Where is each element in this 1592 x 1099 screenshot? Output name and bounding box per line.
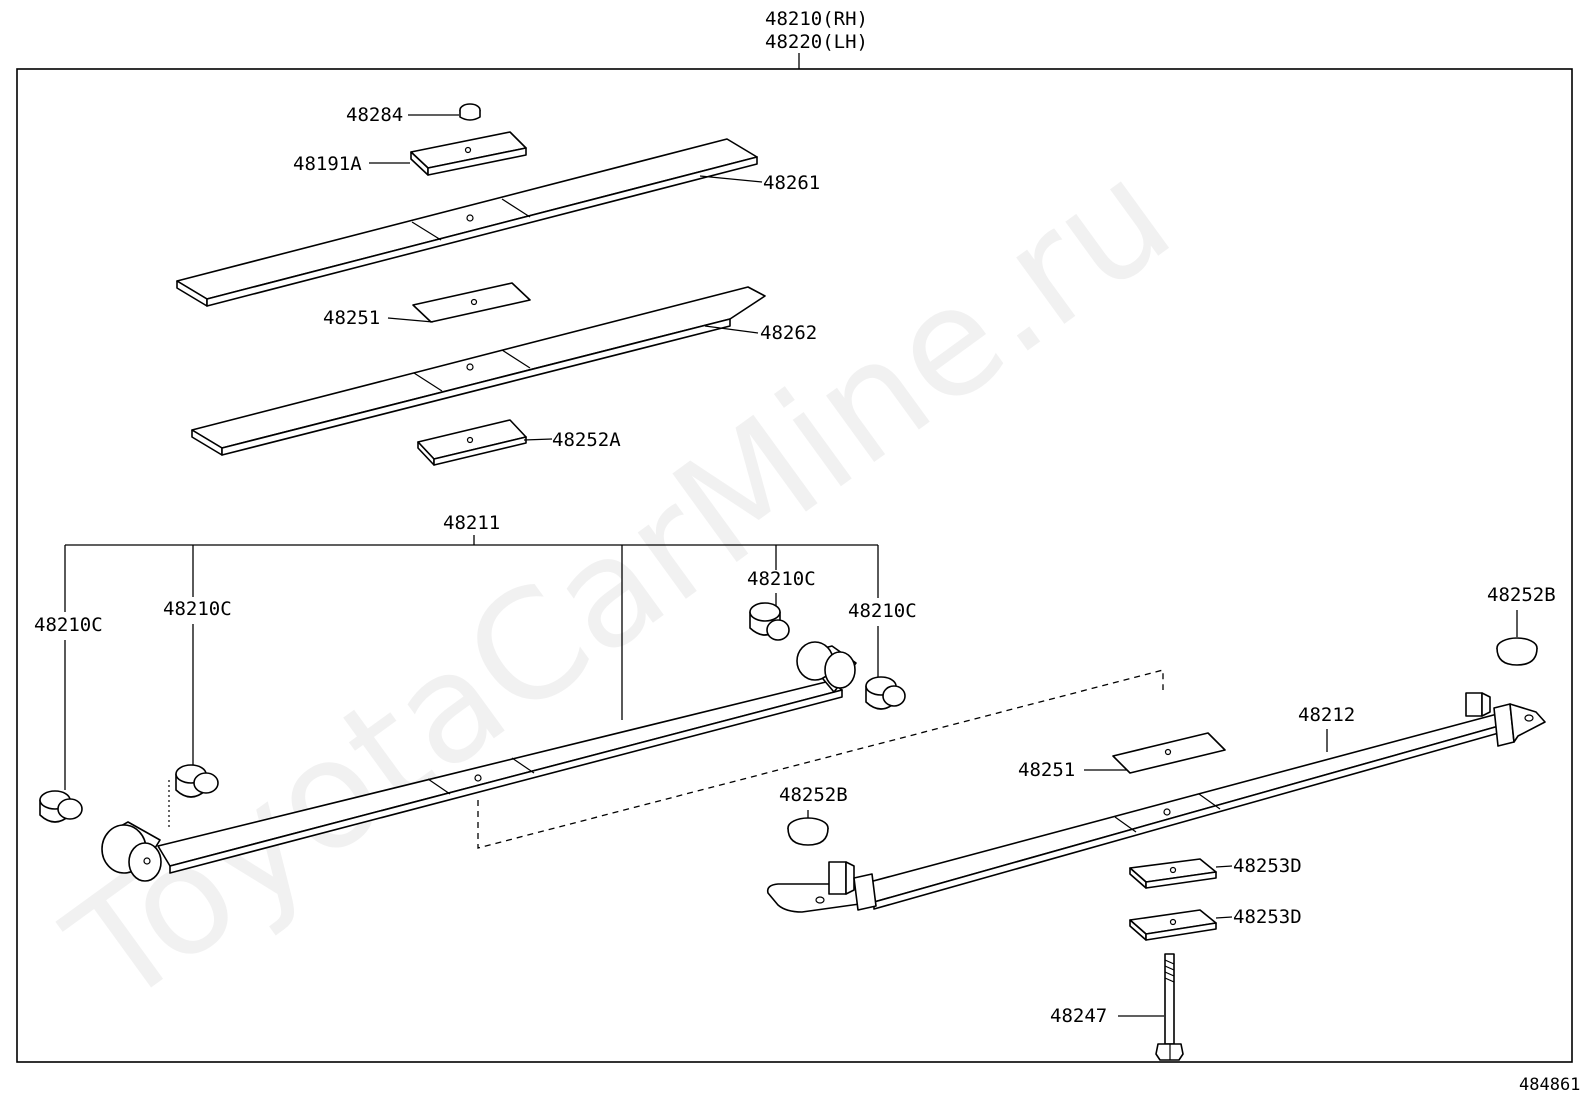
callout-48247[interactable]: 48247	[1050, 1005, 1107, 1027]
plate-48253d-2[interactable]	[1129, 909, 1217, 941]
leader-48253d-1	[1215, 865, 1233, 868]
leaf-48212[interactable]	[766, 692, 1546, 913]
watermark: ToyotaCarMine.ru	[38, 128, 1201, 1040]
bump-48252b-right[interactable]	[1496, 637, 1538, 666]
callout-48262[interactable]: 48262	[760, 322, 817, 344]
dashed-align	[477, 669, 1164, 849]
callout-48252a[interactable]: 48252A	[552, 429, 621, 451]
leaf-48211-main[interactable]	[101, 641, 857, 882]
callout-48253d-2[interactable]: 48253D	[1233, 906, 1302, 928]
callout-48253d-1[interactable]: 48253D	[1233, 855, 1302, 877]
callout-48261[interactable]: 48261	[763, 172, 820, 194]
bump-48252b-left[interactable]	[787, 817, 829, 846]
plate-48253d-1[interactable]	[1129, 858, 1217, 889]
callout-48251-top[interactable]: 48251	[323, 307, 380, 329]
callout-48251-bottom[interactable]: 48251	[1018, 759, 1075, 781]
callout-48210c-1[interactable]: 48210C	[34, 614, 103, 636]
leaf-48261[interactable]	[176, 138, 758, 307]
callout-48252b-right[interactable]: 48252B	[1487, 584, 1556, 606]
callout-48210c-2[interactable]: 48210C	[163, 598, 232, 620]
assembly-lh-label[interactable]: 48220(LH)	[765, 31, 868, 53]
leaf-48262[interactable]	[191, 286, 766, 456]
callout-48284[interactable]: 48284	[346, 104, 403, 126]
assembly-rh-label[interactable]: 48210(RH)	[765, 8, 868, 30]
plate-48251-bottom[interactable]	[1112, 732, 1226, 774]
bushing-48210c-3[interactable]	[749, 602, 790, 641]
callout-48212[interactable]: 48212	[1298, 704, 1355, 726]
callout-48252b-left[interactable]: 48252B	[779, 784, 848, 806]
callout-48210c-3[interactable]: 48210C	[747, 568, 816, 590]
bolt-48247[interactable]	[1155, 953, 1184, 1061]
callout-48211[interactable]: 48211	[443, 512, 500, 534]
nut-48284[interactable]	[459, 103, 481, 121]
bushing-48210c-4[interactable]	[865, 676, 906, 710]
figure-number: 484861	[1519, 1075, 1580, 1095]
bushing-48210c-2[interactable]	[175, 764, 219, 798]
callout-48210c-4[interactable]: 48210C	[848, 600, 917, 622]
plate-48252a[interactable]	[417, 419, 527, 466]
callout-48191a[interactable]: 48191A	[293, 153, 362, 175]
leader-48251-top	[387, 317, 434, 323]
bushing-48210c-1[interactable]	[39, 790, 83, 823]
plate-48191a[interactable]	[410, 131, 527, 176]
leader-48262	[704, 325, 759, 334]
plate-48251-top[interactable]	[412, 282, 531, 323]
leader-48261	[699, 175, 763, 183]
leader-48252a	[523, 438, 553, 441]
leader-48253d-2	[1215, 916, 1233, 919]
bracket-48211	[64, 535, 879, 720]
assembly-frame	[16, 68, 1573, 1063]
